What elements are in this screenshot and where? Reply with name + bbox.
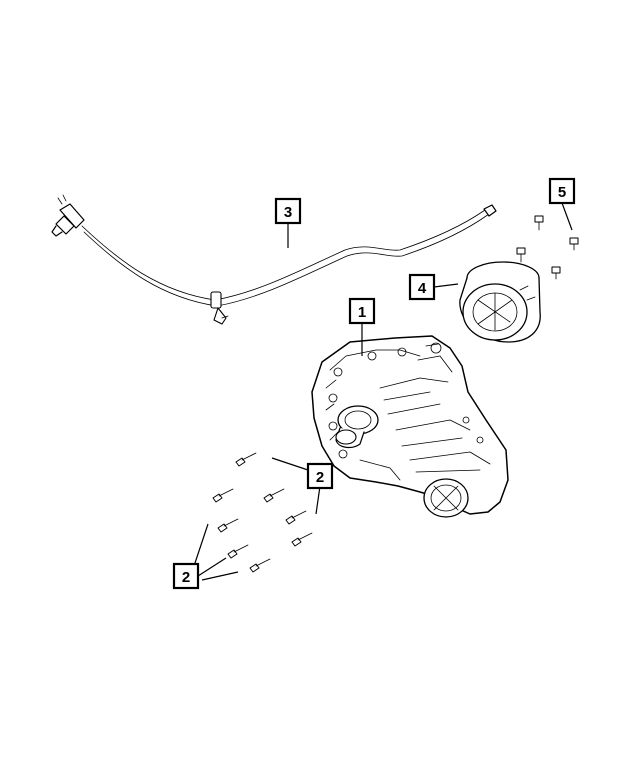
bolt bbox=[291, 532, 313, 547]
callout-4[interactable]: 4 bbox=[408, 273, 436, 301]
leader-2a bbox=[271, 457, 321, 515]
callout-2a[interactable]: 2 bbox=[306, 462, 334, 490]
bolt bbox=[217, 518, 239, 533]
bolt bbox=[551, 266, 561, 280]
callout-2b[interactable]: 2 bbox=[172, 562, 200, 590]
leader-2b bbox=[193, 523, 239, 581]
callout-3[interactable]: 3 bbox=[274, 197, 302, 225]
mounting-bolts[interactable] bbox=[212, 452, 313, 573]
bolt bbox=[569, 237, 579, 251]
bolt bbox=[235, 452, 257, 467]
callout-5[interactable]: 5 bbox=[548, 177, 576, 205]
bolt bbox=[534, 215, 544, 231]
wiring-harness[interactable] bbox=[51, 194, 497, 325]
callout-5-label: 5 bbox=[558, 184, 566, 201]
harness-clip bbox=[210, 291, 229, 325]
bolt bbox=[227, 544, 249, 559]
bolt bbox=[249, 558, 271, 573]
callout-1-label: 1 bbox=[358, 304, 366, 321]
callout-2a-label: 2 bbox=[316, 469, 324, 486]
leader-4 bbox=[433, 283, 459, 288]
callout-2b-label: 2 bbox=[182, 569, 190, 586]
callout-1[interactable]: 1 bbox=[348, 297, 376, 325]
bolt bbox=[285, 510, 307, 525]
leader-5 bbox=[561, 202, 573, 231]
harness-connector-left bbox=[51, 194, 85, 237]
bolt bbox=[263, 488, 285, 503]
callout-4-label: 4 bbox=[418, 280, 427, 297]
callout-3-label: 3 bbox=[284, 204, 292, 221]
transfer-case[interactable] bbox=[311, 335, 509, 518]
encoder-motor[interactable] bbox=[459, 261, 541, 343]
motor-bolts[interactable] bbox=[516, 215, 579, 280]
bolt bbox=[212, 488, 234, 503]
bolt bbox=[516, 247, 526, 263]
